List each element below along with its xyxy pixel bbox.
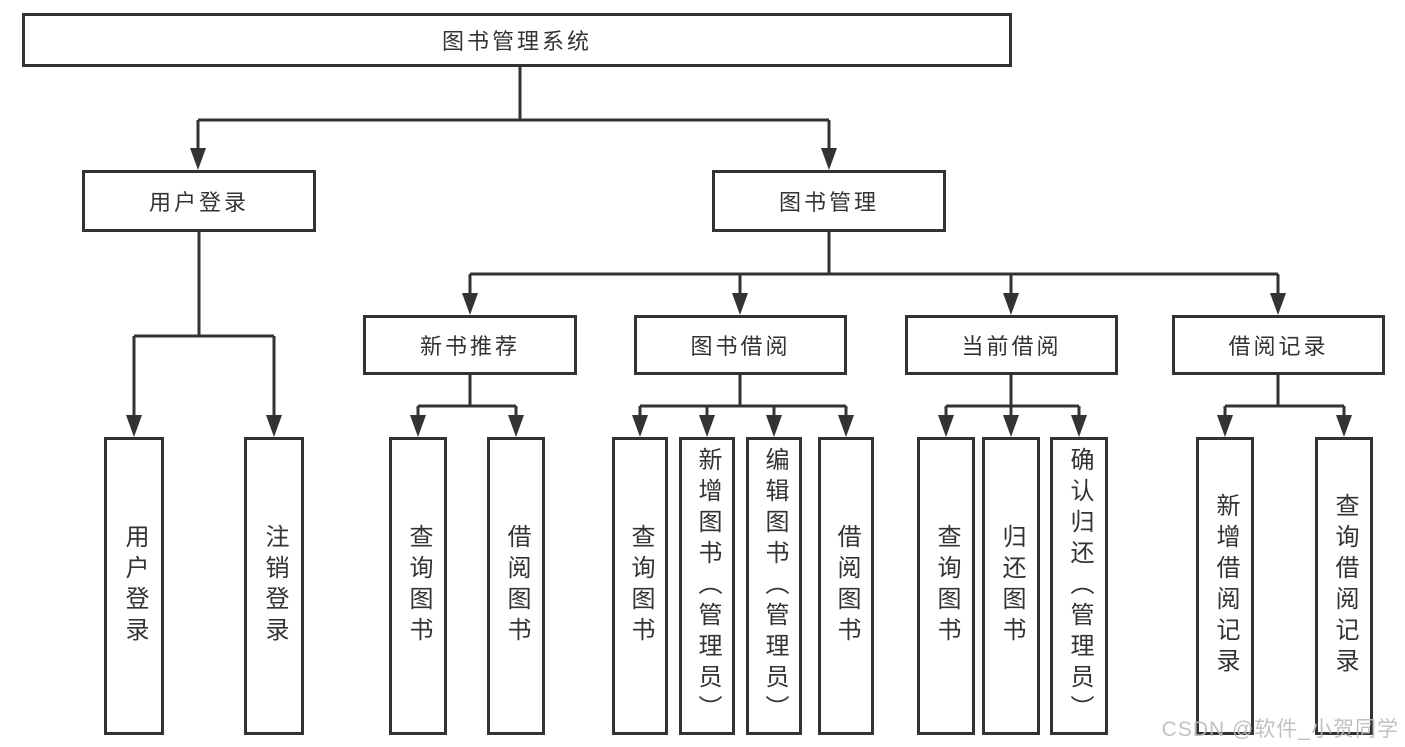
connector-paths [132,67,1346,420]
leaf-query-borrowing-record: 查询借阅记录 [1315,437,1373,735]
connector-new-book-recommend [416,375,518,420]
node-book-management: 图书管理 [712,170,946,232]
connector-book-management [468,232,1280,298]
leaf-confirm-return-admin: 确认归还（管理员） [1050,437,1108,735]
connector-borrowing-records [1223,375,1346,420]
connector-book-borrowing [638,375,848,420]
connector-current-borrowing [944,375,1081,420]
leaf-borrow-books-recommend: 借阅图书 [487,437,545,735]
node-book-borrowing: 图书借阅 [634,315,847,375]
connector-user-login [132,232,276,420]
leaf-query-books-borrowing: 查询图书 [612,437,668,735]
leaf-user-login: 用户登录 [104,437,164,735]
connector-root [196,67,831,152]
leaf-return-books: 归还图书 [982,437,1040,735]
node-borrowing-records: 借阅记录 [1172,315,1385,375]
watermark: CSDN @软件_小贺同学 [1161,718,1399,741]
leaf-logout-login: 注销登录 [244,437,304,735]
leaf-add-book-admin: 新增图书（管理员） [679,437,735,735]
node-library-system: 图书管理系统 [22,13,1012,67]
leaf-query-books-current: 查询图书 [917,437,975,735]
leaf-add-borrowing-record: 新增借阅记录 [1196,437,1254,735]
node-user-login: 用户登录 [82,170,316,232]
leaf-borrow-books-borrowing: 借阅图书 [818,437,874,735]
leaf-query-books-recommend: 查询图书 [389,437,447,735]
node-new-book-recommend: 新书推荐 [363,315,577,375]
leaf-edit-book-admin: 编辑图书（管理员） [746,437,802,735]
node-current-borrowing: 当前借阅 [905,315,1118,375]
